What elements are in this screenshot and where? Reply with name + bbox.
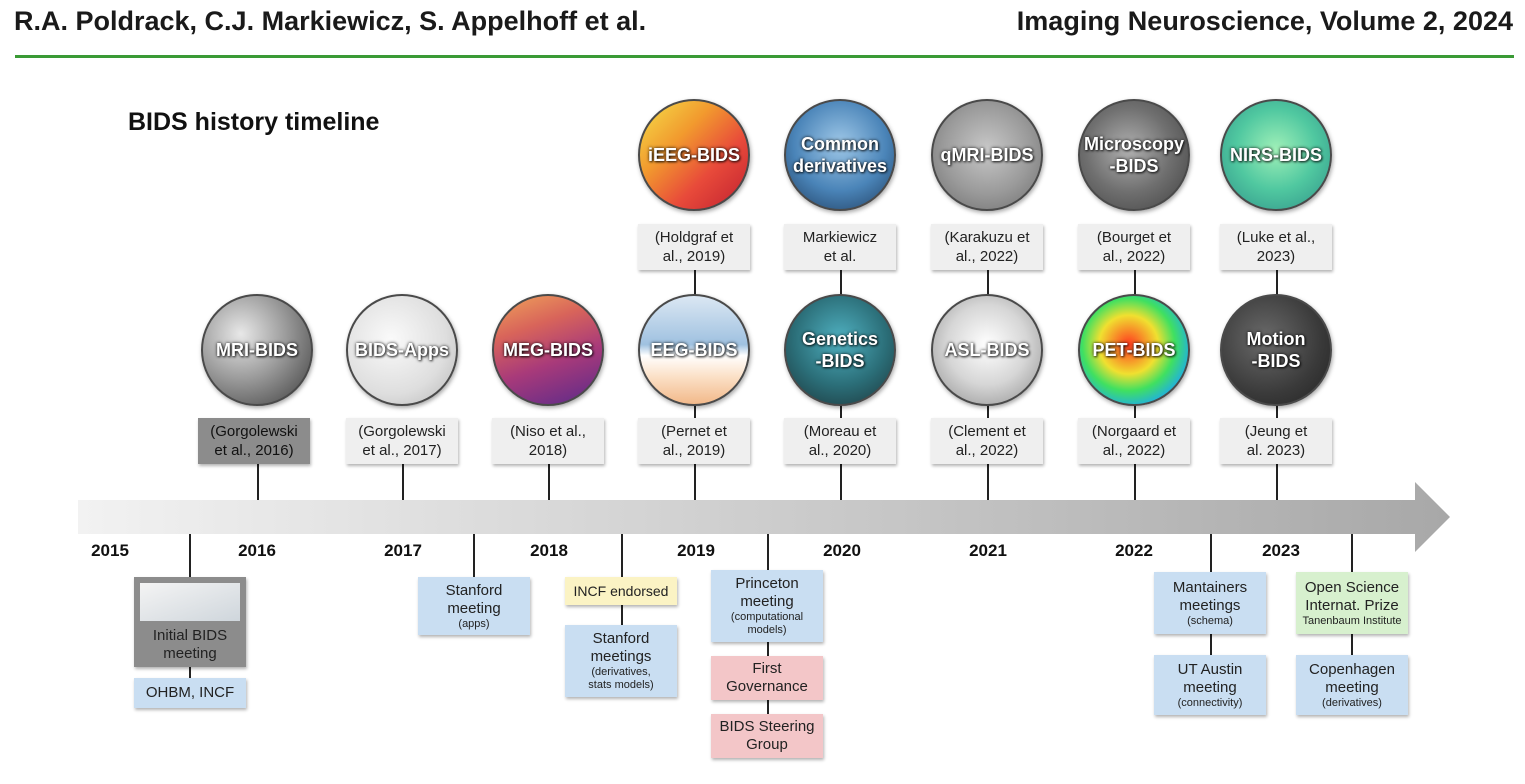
citation-box: (Clement et al., 2022) (931, 418, 1043, 464)
asl-bids-label: ASL-BIDS (944, 340, 1030, 360)
year-label: 2021 (969, 541, 1007, 560)
citation-box: (Holdgraf et al., 2019) (638, 224, 750, 270)
qmri-bids-image: qMRI-BIDS (931, 99, 1043, 211)
citation-box: (Norgaard et al., 2022) (1078, 418, 1190, 464)
bids-apps-label: BIDS-Apps (355, 340, 449, 360)
event-title: Stanford meetings (590, 630, 652, 665)
header-divider (15, 55, 1514, 58)
year-label: 2023 (1262, 541, 1300, 560)
microscopy-bids-image: Microscopy -BIDS (1078, 99, 1190, 211)
ieeg-bids-label: iEEG-BIDS (647, 145, 740, 165)
year-label: 2019 (677, 541, 715, 560)
connector-line (257, 464, 259, 500)
citation-box: (Bourget et al., 2022) (1078, 224, 1190, 270)
common-derivatives-image: Common derivatives (784, 99, 896, 211)
common-derivatives-label: Common derivatives (792, 134, 888, 176)
event-title: First Governance (726, 660, 808, 695)
year-label: 2016 (238, 541, 276, 560)
event-ohbm-incf: OHBM, INCF (134, 678, 246, 708)
event-title: OHBM, INCF (145, 684, 235, 701)
citation-box: (Karakuzu et al., 2022) (931, 224, 1043, 270)
microscopy-bids-label: Microscopy -BIDS (1083, 134, 1185, 176)
event-first-governance: First Governance (711, 656, 823, 700)
citation-box: Markiewicz et al. (784, 224, 896, 270)
event-open-science-prize: Open Science Internat. Prize Tanenbaum I… (1296, 572, 1408, 634)
event-steering-group: BIDS Steering Group (711, 714, 823, 758)
event-subtitle: (derivatives) (1322, 696, 1382, 709)
event-title: UT Austin meeting (1177, 660, 1243, 696)
event-subtitle: (derivatives, stats models) (588, 666, 654, 691)
motion-bids-label: Motion -BIDS (1246, 329, 1306, 371)
citation-box: (Luke et al., 2023) (1220, 224, 1332, 270)
eeg-bids-image: EEG-BIDS (638, 294, 750, 406)
event-incf-endorsed: INCF endorsed (565, 577, 677, 605)
citation-box: (Pernet et al., 2019) (638, 418, 750, 464)
diagram-title: BIDS history timeline (128, 108, 380, 136)
event-subtitle: (connectivity) (1177, 696, 1243, 709)
event-title: Mantainers meetings (1172, 578, 1248, 614)
nirs-bids-image: NIRS-BIDS (1220, 99, 1332, 211)
event-title: Open Science Internat. Prize (1304, 578, 1400, 614)
header-journal: Imaging Neuroscience, Volume 2, 2024 (1016, 6, 1513, 36)
year-label: 2022 (1115, 541, 1153, 560)
connector-line (402, 464, 404, 500)
event-title: Stanford meeting (445, 581, 503, 617)
event-subtitle: (apps) (458, 617, 490, 630)
event-stanford-derivatives: Stanford meetings (derivatives, stats mo… (565, 625, 677, 697)
citation-box: (Gorgolewski et al., 2017) (346, 418, 458, 464)
genetics-bids-label: Genetics -BIDS (801, 329, 879, 371)
citation-box: (Gorgolewski et al., 2016) (198, 418, 310, 464)
citation-box: (Jeung et al. 2023) (1220, 418, 1332, 464)
citation-box: (Niso et al., 2018) (492, 418, 604, 464)
event-title: Initial BIDS meeting (152, 627, 228, 662)
year-label: 2015 (91, 541, 129, 560)
citation-box: (Moreau et al., 2020) (784, 418, 896, 464)
pet-bids-image: PET-BIDS (1078, 294, 1190, 406)
event-princeton-meeting: Princeton meeting (computational models) (711, 570, 823, 642)
event-subtitle: (computational models) (730, 611, 804, 636)
event-title: BIDS Steering Group (719, 718, 815, 753)
qmri-bids-label: qMRI-BIDS (940, 145, 1034, 165)
meg-bids-image: MEG-BIDS (492, 294, 604, 406)
event-subtitle: (schema) (1187, 614, 1233, 627)
genetics-bids-image: Genetics -BIDS (784, 294, 896, 406)
event-title: Copenhagen meeting (1309, 660, 1395, 696)
year-label: 2017 (384, 541, 422, 560)
mri-bids-image: MRI-BIDS (201, 294, 313, 406)
ieeg-bids-image: iEEG-BIDS (638, 99, 750, 211)
connector-line (473, 534, 475, 586)
event-copenhagen: Copenhagen meeting (derivatives) (1296, 655, 1408, 715)
motion-bids-image: Motion -BIDS (1220, 294, 1332, 406)
year-label: 2020 (823, 541, 861, 560)
mri-bids-label: MRI-BIDS (216, 340, 298, 360)
bids-apps-image: BIDS-Apps (346, 294, 458, 406)
event-title: INCF endorsed (573, 583, 669, 599)
event-maintainers-meetings: Mantainers meetings (schema) (1154, 572, 1266, 634)
event-title: Princeton meeting (735, 575, 799, 610)
event-initial-meeting: Initial BIDS meeting (134, 577, 246, 667)
event-stanford-apps: Stanford meeting (apps) (418, 577, 530, 635)
asl-bids-image: ASL-BIDS (931, 294, 1043, 406)
nirs-bids-label: NIRS-BIDS (1229, 145, 1322, 165)
connector-line (548, 464, 550, 500)
year-label: 2018 (530, 541, 568, 560)
meg-bids-label: MEG-BIDS (503, 340, 593, 360)
whiteboard-photo (140, 583, 240, 621)
event-subtitle: Tanenbaum Institute (1302, 614, 1402, 627)
eeg-bids-label: EEG-BIDS (650, 340, 738, 360)
header-authors: R.A. Poldrack, C.J. Markiewicz, S. Appel… (14, 6, 647, 36)
event-ut-austin: UT Austin meeting (connectivity) (1154, 655, 1266, 715)
pet-bids-label: PET-BIDS (1092, 340, 1176, 360)
